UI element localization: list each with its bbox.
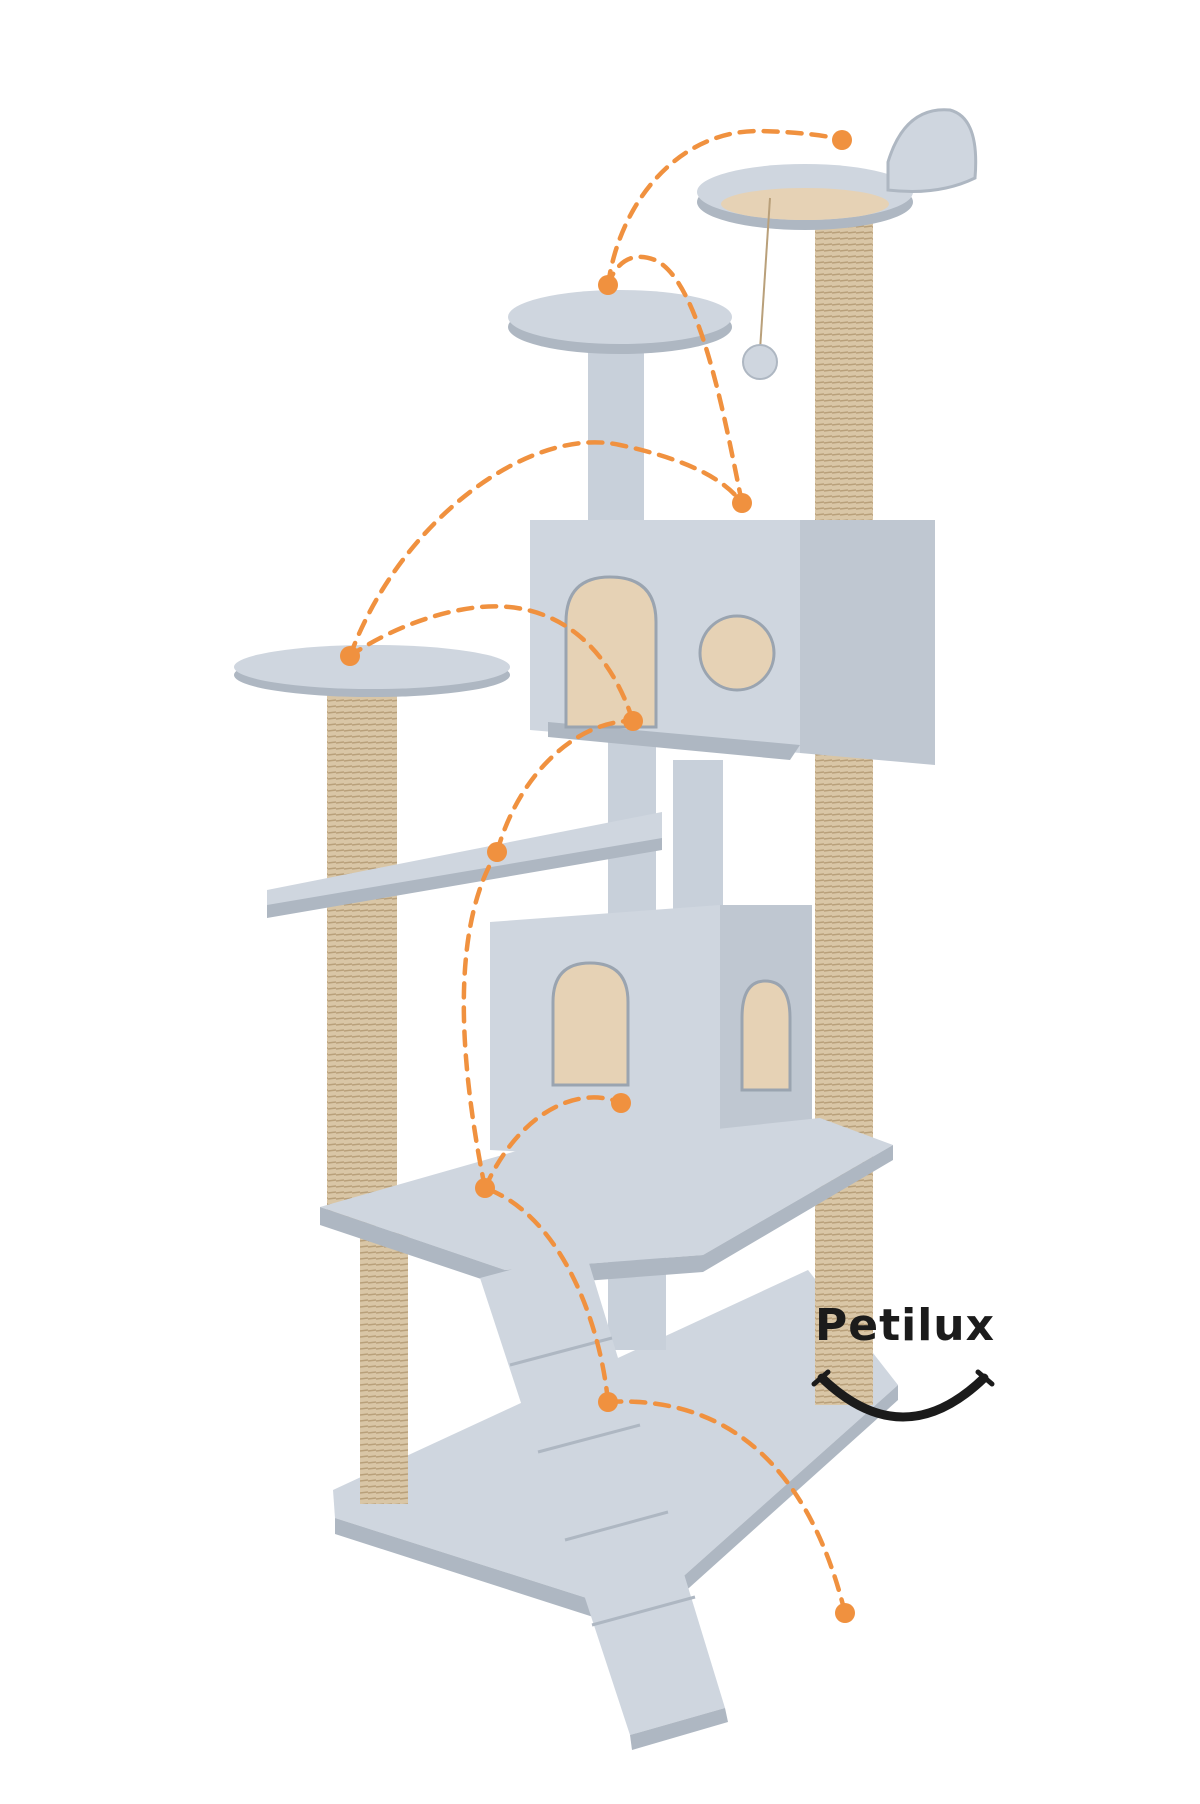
dot-icon [835,1603,855,1623]
center-top-column [588,322,644,527]
dot-icon [832,130,852,150]
ramp-edge [630,1708,728,1750]
mid-left-shelf-edge [267,838,662,918]
upper-house-floor [548,722,800,760]
upper-house-arch-door [564,575,658,729]
top-perch-bolster [886,108,978,193]
ramp-step [591,1595,696,1627]
lower-main-platform [320,1118,893,1270]
dot-icon [475,1178,495,1198]
left-lower-post [360,1232,408,1504]
jump-path-markers [340,130,855,1623]
left-perch [234,645,510,689]
jump-path-segment [461,849,500,1191]
jump-path-segment [482,1185,611,1405]
dot-icon [611,1093,631,1113]
dot-icon [732,493,752,513]
jump-path-segment [482,1095,624,1191]
smile-arc-icon [811,1369,995,1422]
hanging-toy-string [759,197,771,351]
ramp-step [537,1423,641,1454]
lower-main-platform-edge [320,1145,893,1287]
base-platform-side [335,1385,898,1632]
top-perch-underside [721,188,889,220]
dot-icon [340,646,360,666]
dot-icon [487,842,507,862]
jump-path-segment [494,718,636,855]
mid-perch [508,290,732,344]
dot-icon [598,275,618,295]
jump-path-segment [347,604,636,724]
lower-house-front-door [551,961,630,1087]
jump-path-segment [605,254,745,506]
dot-icon [623,711,643,731]
ramp-step [564,1510,669,1542]
jump-path [347,128,848,1616]
jump-path-segment [347,440,745,659]
ramp [480,1250,725,1735]
upper-house-side [800,520,935,765]
hanging-toy-ball [742,344,778,380]
jump-path-segment [605,1399,848,1616]
mid-left-shelf [267,812,662,912]
right-tall-post [815,180,873,1405]
brand-logo: Petilux [800,1300,1010,1460]
dot-icon [598,1392,618,1412]
left-upper-post [327,690,397,1226]
lower-house-side-door [740,979,792,1092]
upper-house-round-window [698,614,776,692]
brand-name: Petilux [815,1300,995,1351]
jump-path-segment [605,128,845,288]
